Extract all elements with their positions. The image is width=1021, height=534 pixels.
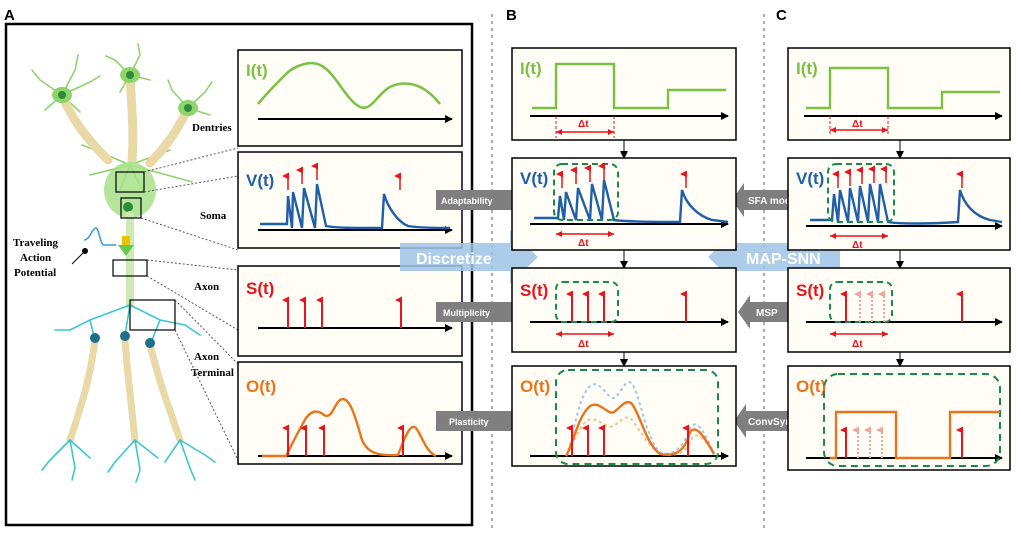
panel-b-output: O(t) [511, 365, 737, 467]
label-soma: Soma [200, 210, 227, 222]
panel-c-output-dash-box [823, 373, 1001, 467]
panel-b-output-dash-box [555, 369, 719, 465]
panel-a-output-label: O(t) [246, 377, 276, 396]
panel-a-voltage-label: V(t) [246, 171, 274, 190]
label-dentries: Dentries [192, 122, 232, 134]
panel-b-current-label: I(t) [520, 59, 542, 78]
panel-c-spikes-dash-box [829, 281, 893, 323]
panel-c-current-label: I(t) [796, 59, 818, 78]
panel-a-current: I(t) [237, 49, 463, 147]
panel-a-current-label: I(t) [246, 61, 268, 80]
panel-b-spikes-label: S(t) [520, 281, 548, 300]
panel-b-current-trace [532, 62, 726, 110]
down-arrow-icon [118, 236, 134, 256]
panel-letter-a: A [4, 7, 15, 24]
panel-b-voltage-delta: Δt [578, 238, 589, 249]
panel-c-output: O(t) [787, 365, 1011, 471]
panel-b-current: I(t) Δt [511, 47, 737, 141]
discretize-label: Discretize [416, 251, 492, 268]
panel-c-spikes: S(t) Δt [787, 267, 1011, 353]
panel-a-output-trace [262, 397, 437, 458]
panel-a-voltage: V(t) [237, 151, 463, 249]
discretize-arrow: Discretize [400, 230, 538, 284]
msp-arrow: MSP [738, 295, 800, 329]
panel-b-voltage: V(t) Δt [511, 157, 737, 251]
panel-b-spikes-delta: Δt [578, 339, 589, 350]
convsyn-label: ConvSyn [748, 417, 791, 428]
panel-b-output-label: O(t) [520, 377, 550, 396]
label-axon: Axon [194, 281, 219, 293]
multiplicity-label: Multiplicity [443, 308, 490, 318]
msp-label: MSP [756, 308, 778, 319]
multiplicity-arrow: Multiplicity [436, 295, 530, 329]
panel-b-current-delta: Δt [578, 119, 589, 130]
label-traveling-1: Traveling [13, 237, 59, 249]
label-axon-terminal-1: Axon [194, 351, 219, 363]
connector-lines [140, 147, 239, 461]
panel-b-voltage-trace [534, 179, 729, 224]
map-snn-label: MAP-SNN [746, 251, 821, 268]
panel-a-spikes-label: S(t) [246, 279, 274, 298]
panel-letter-c: C [776, 7, 787, 24]
neuron-illustration [31, 43, 216, 483]
label-traveling-3: Potential [14, 267, 56, 279]
label-axon-terminal-2: Terminal [191, 367, 234, 379]
sfa-mode-label: SFA mode [748, 196, 797, 207]
panel-letter-b: B [506, 7, 517, 24]
panel-b-spikes-dash-box [555, 281, 619, 323]
panel-a-current-trace [257, 62, 441, 110]
panel-a-output: O(t) [237, 361, 463, 465]
panel-c-voltage-delta: Δt [852, 240, 863, 251]
panel-a-voltage-trace [260, 183, 451, 230]
adaptability-arrow: Adaptability [436, 183, 530, 217]
panel-a-spikes: S(t) [237, 265, 463, 357]
panel-c-current-delta: Δt [852, 119, 863, 130]
panel-b-voltage-dash-box [553, 163, 619, 221]
convsyn-arrow: ConvSyn [734, 404, 800, 438]
panel-b-output-upper-trace [565, 381, 715, 457]
plasticity-label: Plasticity [449, 417, 489, 427]
spike-waveform-icon [83, 227, 116, 246]
panel-c-output-label: O(t) [796, 377, 826, 396]
panel-c-voltage-trace [810, 183, 1003, 225]
panel-b-spikes: S(t) Δt [511, 267, 737, 353]
adaptability-label: Adaptability [441, 196, 493, 206]
panel-c-spikes-label: S(t) [796, 281, 824, 300]
panel-c-voltage: V(t) Δt [787, 157, 1011, 251]
panel-c-spikes-delta: Δt [852, 339, 863, 350]
panel-b-output-lower-trace [565, 416, 715, 457]
panel-c-current-trace [806, 66, 1000, 110]
panel-c-voltage-label: V(t) [796, 169, 824, 188]
panel-b-voltage-label: V(t) [520, 169, 548, 188]
panel-c-voltage-dash-box [827, 163, 895, 223]
panel-c-current: I(t) Δt [787, 47, 1011, 141]
panel-b-output-trace [564, 400, 716, 457]
label-traveling-2: Action [20, 252, 51, 264]
panel-c-output-trace [830, 410, 1000, 460]
plasticity-arrow: Plasticity [436, 404, 530, 438]
traveling-pointer-line [71, 250, 86, 265]
